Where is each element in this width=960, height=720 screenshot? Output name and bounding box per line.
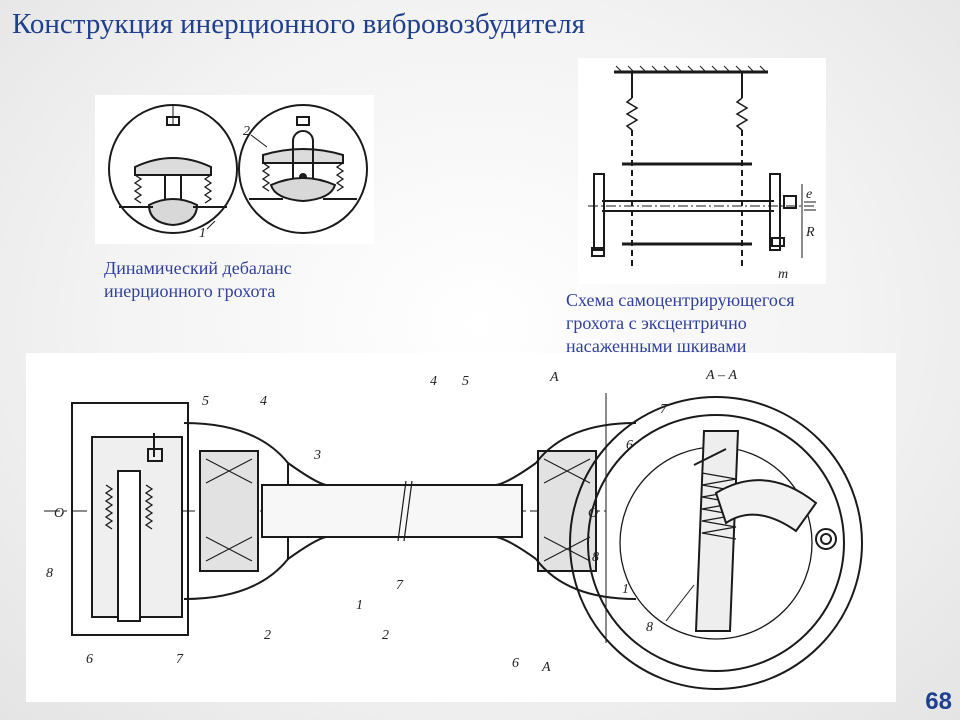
label-1-section: 1 (622, 582, 629, 597)
label-1: 1 (356, 598, 363, 613)
label-R: R (805, 225, 815, 240)
label-4-left: 4 (260, 394, 267, 409)
slide-title: Конструкция инерционного вибровозбудител… (12, 8, 585, 40)
page-number: 68 (925, 688, 952, 715)
label-6-left: 6 (86, 652, 93, 667)
label-m: m (778, 267, 788, 282)
label-6-section: 6 (626, 438, 633, 453)
selfcentering-drawing: e R m (588, 65, 816, 282)
label-O-left: О (54, 506, 64, 521)
caption-line: насаженными шкивами (566, 336, 747, 356)
label-7-section: 7 (660, 402, 668, 417)
unbalance-figure: 2 1 (95, 95, 374, 244)
label-8-right: 8 (592, 550, 599, 565)
label-5-left: 5 (202, 394, 209, 409)
label-2: 2 (243, 124, 250, 139)
label-e: e (806, 187, 812, 202)
label-2-left: 2 (264, 628, 271, 643)
unbalance-drawing: 2 1 (108, 104, 368, 241)
caption-line: грохота с эксцентрично (566, 313, 747, 333)
label-A-bottom: А (541, 660, 551, 675)
unbalance-caption: Динамический дебаланс инерционного грохо… (104, 257, 292, 303)
caption-line: инерционного грохота (104, 281, 276, 301)
section-title: А – А (705, 368, 738, 383)
label-4-right: 4 (430, 374, 437, 389)
label-2-right: 2 (382, 628, 389, 643)
label-6-right: 6 (512, 656, 519, 671)
label-8-left: 8 (46, 566, 53, 581)
label-5-right: 5 (462, 374, 469, 389)
label-7-left: 7 (176, 652, 184, 667)
label-8-section: 8 (646, 620, 653, 635)
label-1: 1 (199, 226, 206, 241)
exciter-drawing: О О А А А – А 1 1 2 2 3 4 4 5 5 6 6 6 7 … (44, 368, 863, 690)
label-7-right: 7 (396, 578, 404, 593)
label-A-top: А (549, 370, 559, 385)
caption-line: Динамический дебаланс (104, 258, 292, 278)
selfcentering-caption: Схема самоцентрирующегося грохота с эксц… (566, 289, 795, 358)
selfcentering-figure: e R m (578, 58, 826, 284)
label-3: 3 (313, 448, 321, 463)
caption-line: Схема самоцентрирующегося (566, 290, 795, 310)
exciter-figure: О О А А А – А 1 1 2 2 3 4 4 5 5 6 6 6 7 … (26, 353, 896, 702)
label-O-right: О (588, 506, 598, 521)
